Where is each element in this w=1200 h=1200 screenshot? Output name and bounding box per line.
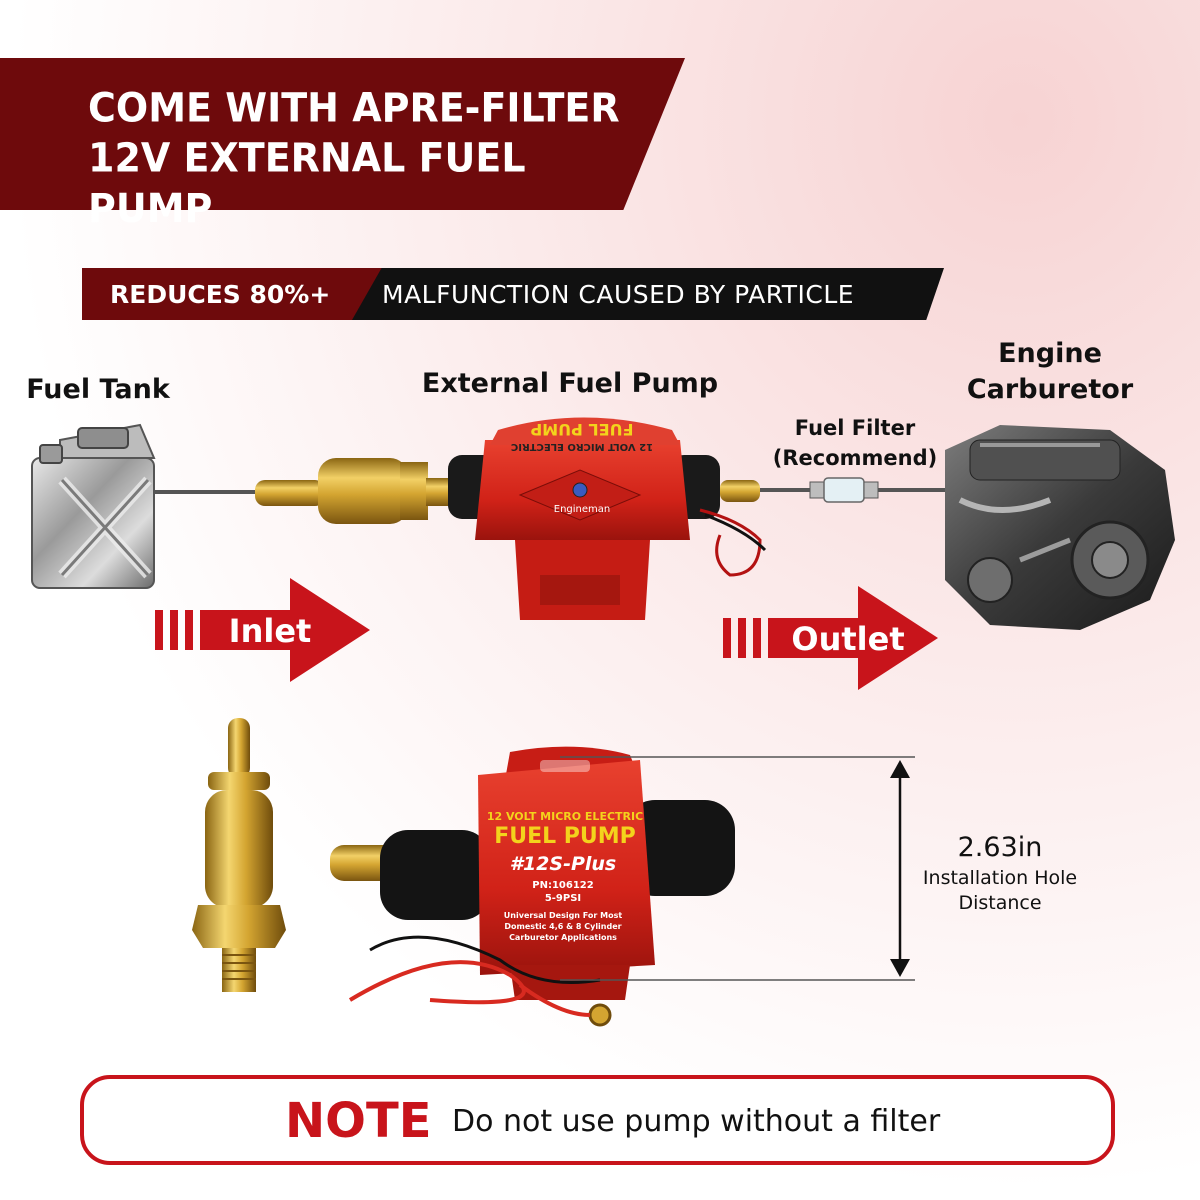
header-title-line2: 12V EXTERNAL FUEL PUMP xyxy=(88,134,526,232)
header-title-line1: COME WITH APRE-FILTER xyxy=(88,84,620,131)
pump-front-psi: 5-9PSI xyxy=(545,893,581,904)
pre-filter-horizontal-icon xyxy=(255,458,448,524)
pump-top-icon xyxy=(448,417,767,620)
pump-front-label-line1: 12 VOLT MICRO ELECTRIC xyxy=(487,810,643,823)
pump-top-label-line1: 12 VOLT MICRO ELECTRIC xyxy=(511,441,653,452)
fuel-tank-icon xyxy=(31,423,156,589)
engine-label: Engine Carburetor xyxy=(950,336,1150,408)
filter-label-line1: Fuel Filter xyxy=(794,416,916,440)
inlet-label: Inlet xyxy=(229,612,312,650)
filter-label-line2: (Recommend) xyxy=(772,446,938,470)
pump-top-label-line2: FUEL PUMP xyxy=(530,420,633,439)
dimension-label: Installation Hole Distance xyxy=(895,866,1105,916)
dimension-label-line1: Installation Hole xyxy=(922,867,1078,889)
pump-front-model: #12S-Plus xyxy=(510,853,617,875)
header-title: COME WITH APRE-FILTER 12V EXTERNAL FUEL … xyxy=(88,82,648,233)
pump-front-icon xyxy=(330,746,735,1027)
pump-front-pn: PN:106122 xyxy=(532,880,593,891)
dimension-value: 2.63in xyxy=(957,832,1043,863)
subheader-text-bg xyxy=(352,268,944,320)
inlet-arrow-icon xyxy=(155,578,370,682)
inline-filter-icon xyxy=(809,477,879,503)
pump-top-brand: Engineman xyxy=(554,504,610,515)
fuel-tank-label: Fuel Tank xyxy=(26,374,170,405)
subheader-highlight-bg xyxy=(82,268,382,320)
outlet-label: Outlet xyxy=(791,620,904,658)
filter-label: Fuel Filter (Recommend) xyxy=(770,413,940,473)
engine-label-line2: Carburetor xyxy=(966,374,1134,405)
header-banner xyxy=(0,58,685,210)
pre-filter-vertical-icon xyxy=(192,718,286,992)
engine-label-line1: Engine xyxy=(998,338,1102,369)
note-box xyxy=(80,1075,1115,1165)
subheader-highlight: REDUCES 80%+ xyxy=(110,280,331,309)
dimension-indicator xyxy=(560,756,915,981)
dimension-label-line2: Distance xyxy=(958,892,1042,914)
engine-icon xyxy=(945,425,1175,630)
pump-front-desc2: Domestic 4,6 & 8 Cylinder xyxy=(504,922,621,931)
pump-front-desc3: Carburetor Applications xyxy=(509,933,617,942)
outlet-arrow-icon xyxy=(723,586,938,690)
pump-front-desc1: Universal Design For Most xyxy=(504,911,623,920)
subheader-text: MALFUNCTION CAUSED BY PARTICLE xyxy=(382,280,855,309)
pump-label: External Fuel Pump xyxy=(421,368,719,399)
pump-front-label-line2: FUEL PUMP xyxy=(494,824,636,849)
note-text: Do not use pump without a filter xyxy=(452,1104,941,1139)
note-title: NOTE xyxy=(285,1093,432,1149)
